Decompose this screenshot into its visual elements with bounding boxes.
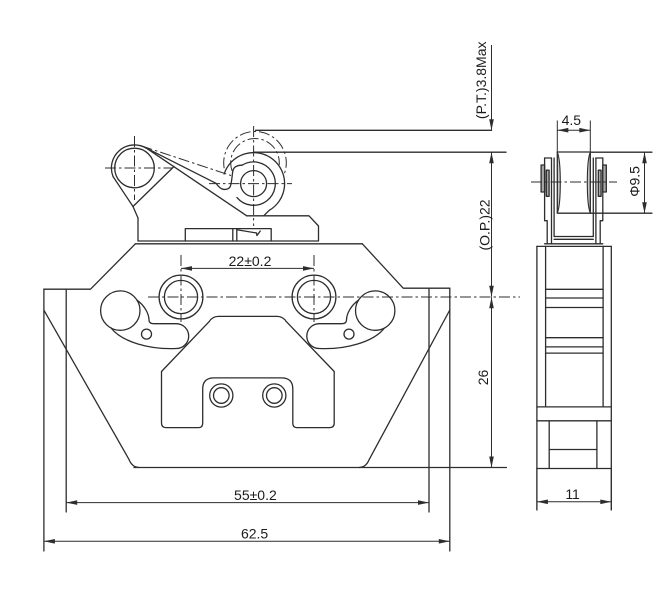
svg-text:62.5: 62.5 — [241, 526, 268, 542]
svg-text:22±0.2: 22±0.2 — [229, 253, 272, 269]
svg-text:11: 11 — [565, 486, 580, 502]
svg-text:4.5: 4.5 — [562, 112, 582, 128]
svg-text:(O.P.)22: (O.P.)22 — [477, 199, 493, 250]
svg-text:26: 26 — [475, 370, 491, 386]
svg-text:(P.T.)3.8Max: (P.T.)3.8Max — [473, 42, 489, 120]
svg-text:55±0.2: 55±0.2 — [234, 487, 277, 503]
svg-text:Φ9.5: Φ9.5 — [627, 166, 643, 197]
